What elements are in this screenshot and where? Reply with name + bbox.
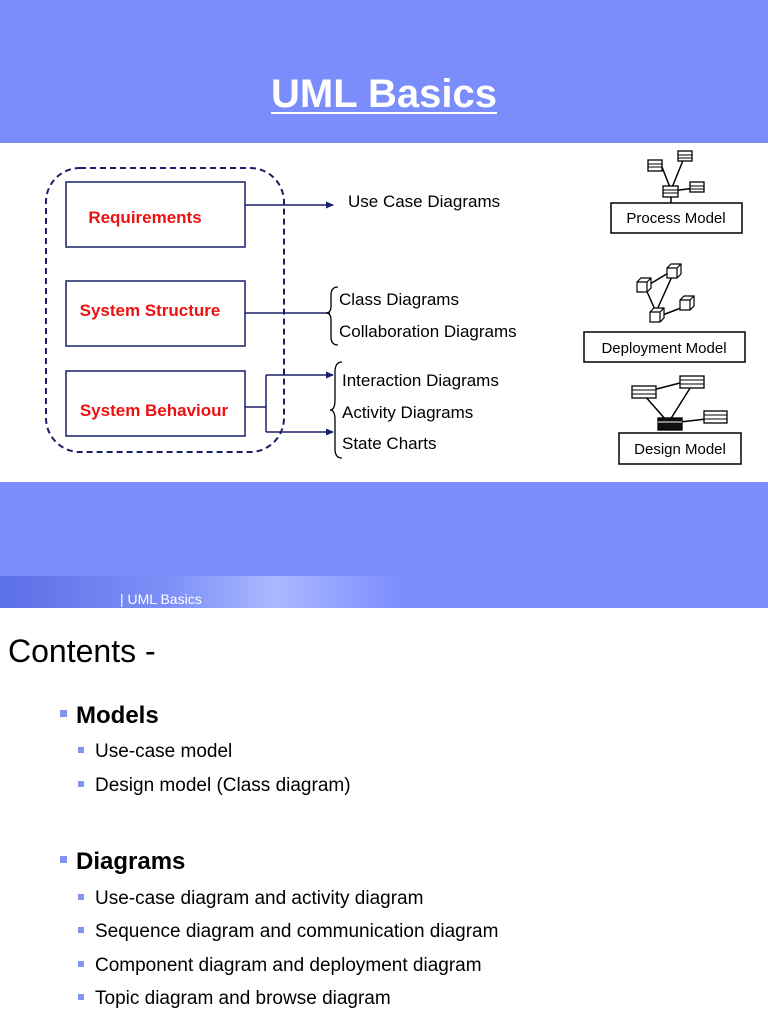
process-model-label: Process Model <box>626 210 725 227</box>
class-diagrams-label: Class Diagrams <box>339 290 459 309</box>
behaviour-brace <box>329 361 343 459</box>
list-item: Topic diagram and browse diagram <box>78 987 391 1011</box>
deployment-model-icon <box>636 263 695 323</box>
requirements-box <box>65 181 246 248</box>
list-item: Sequence diagram and communication diagr… <box>78 920 498 944</box>
footer-label: | UML Basics <box>120 591 202 607</box>
deployment-model-box <box>583 331 746 363</box>
section-heading-diagrams: Diagrams <box>60 848 185 876</box>
slide-header-band <box>0 0 768 143</box>
bullet-square-icon <box>60 710 67 718</box>
structure-brace <box>325 286 339 346</box>
bullet-square-icon <box>60 856 67 864</box>
collaboration-diagrams-label: Collaboration Diagrams <box>339 322 517 341</box>
list-item-text: Design model (Class diagram) <box>95 775 351 796</box>
process-model-icon <box>647 150 705 203</box>
slide-title: UML Basics <box>270 72 497 116</box>
list-item: Design model (Class diagram) <box>78 774 351 798</box>
system-structure-box <box>65 280 246 347</box>
process-model-box <box>610 202 743 234</box>
use-case-diagrams-label: Use Case Diagrams <box>348 192 500 211</box>
list-item-text: Component diagram and deployment diagram <box>95 955 482 976</box>
section-heading-text: Models <box>76 702 159 729</box>
list-item-text: Use-case model <box>95 741 233 762</box>
list-item-text: Topic diagram and browse diagram <box>95 988 391 1009</box>
uml-overview-diagram: Requirements System Structure System Beh… <box>0 143 768 482</box>
list-item: Use-case model <box>78 740 232 764</box>
system-behaviour-box <box>65 370 246 437</box>
uml-overview-svg: Requirements System Structure System Beh… <box>45 150 746 465</box>
list-item-text: Use-case diagram and activity diagram <box>95 888 424 909</box>
contents-title: Contents - <box>8 633 156 669</box>
system-behaviour-label: System Behaviour <box>80 401 229 420</box>
activity-diagrams-label: Activity Diagrams <box>342 403 473 422</box>
bullet-square-icon <box>78 780 84 787</box>
bullet-square-icon <box>78 993 84 1000</box>
requirements-label: Requirements <box>88 208 201 227</box>
interaction-diagrams-label: Interaction Diagrams <box>342 371 499 390</box>
deployment-model-label: Deployment Model <box>601 340 726 357</box>
footer-gradient-bar <box>0 576 768 608</box>
section-heading-text: Diagrams <box>76 848 186 875</box>
dashed-group-outline <box>45 167 285 453</box>
bullet-square-icon <box>78 926 84 933</box>
list-item: Use-case diagram and activity diagram <box>78 887 423 911</box>
bullet-square-icon <box>78 746 84 753</box>
list-item-text: Sequence diagram and communication diagr… <box>95 921 499 942</box>
list-item: Component diagram and deployment diagram <box>78 954 482 978</box>
bullet-square-icon <box>78 960 84 967</box>
bullet-square-icon <box>78 893 84 900</box>
design-model-icon <box>631 375 728 431</box>
design-model-box <box>618 432 742 465</box>
system-structure-label: System Structure <box>80 301 221 320</box>
section-heading-models: Models <box>60 702 159 730</box>
design-model-label: Design Model <box>634 441 726 458</box>
state-charts-label: State Charts <box>342 434 437 453</box>
